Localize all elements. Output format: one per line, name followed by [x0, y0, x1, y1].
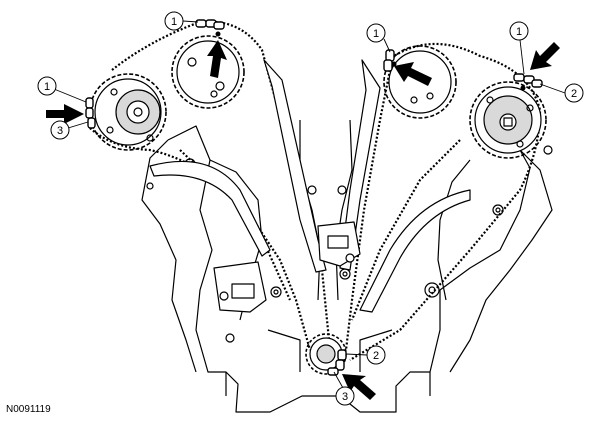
callout-2-right-exhaust: 2	[564, 83, 584, 103]
chain-guides	[149, 59, 471, 313]
camshaft-sprocket-left-exhaust	[171, 35, 245, 109]
callout-1-right-intake: 1	[366, 23, 386, 43]
callout-number: 3	[57, 125, 63, 137]
callout-number: 1	[516, 26, 522, 38]
callout-number: 3	[342, 391, 348, 403]
callout-number: 1	[373, 28, 379, 40]
callout-1-left-intake: 1	[37, 76, 57, 96]
timing-chain-right	[344, 42, 542, 361]
tensioner-right	[317, 221, 361, 267]
callout-3-left-intake: 3	[50, 120, 70, 140]
arrow-left-intake	[46, 104, 84, 124]
callout-number: 1	[44, 81, 50, 93]
callout-number: 2	[373, 350, 379, 362]
camshaft-sprocket-right-exhaust	[469, 81, 547, 159]
colored-chain-links	[85, 19, 543, 376]
arrows	[46, 40, 560, 400]
arrow-right-exhaust	[530, 42, 560, 70]
callout-number: 2	[571, 88, 577, 100]
callout-1-right-exhaust: 1	[509, 21, 529, 41]
callout-number: 1	[171, 16, 177, 28]
leader-lines	[53, 20, 566, 389]
arrow-right-intake	[394, 62, 432, 86]
tensioner-left	[213, 261, 267, 313]
callout-3-crankshaft: 3	[335, 386, 355, 406]
arrow-crankshaft	[342, 374, 376, 400]
timing-mark-dots	[215, 31, 526, 91]
callout-2-crankshaft: 2	[366, 345, 386, 365]
arrow-left-exhaust	[207, 40, 227, 78]
camshaft-sprocket-left-intake	[89, 73, 167, 151]
figure-id-label: N0091119	[6, 404, 51, 415]
callout-1-left-exhaust: 1	[164, 11, 184, 31]
